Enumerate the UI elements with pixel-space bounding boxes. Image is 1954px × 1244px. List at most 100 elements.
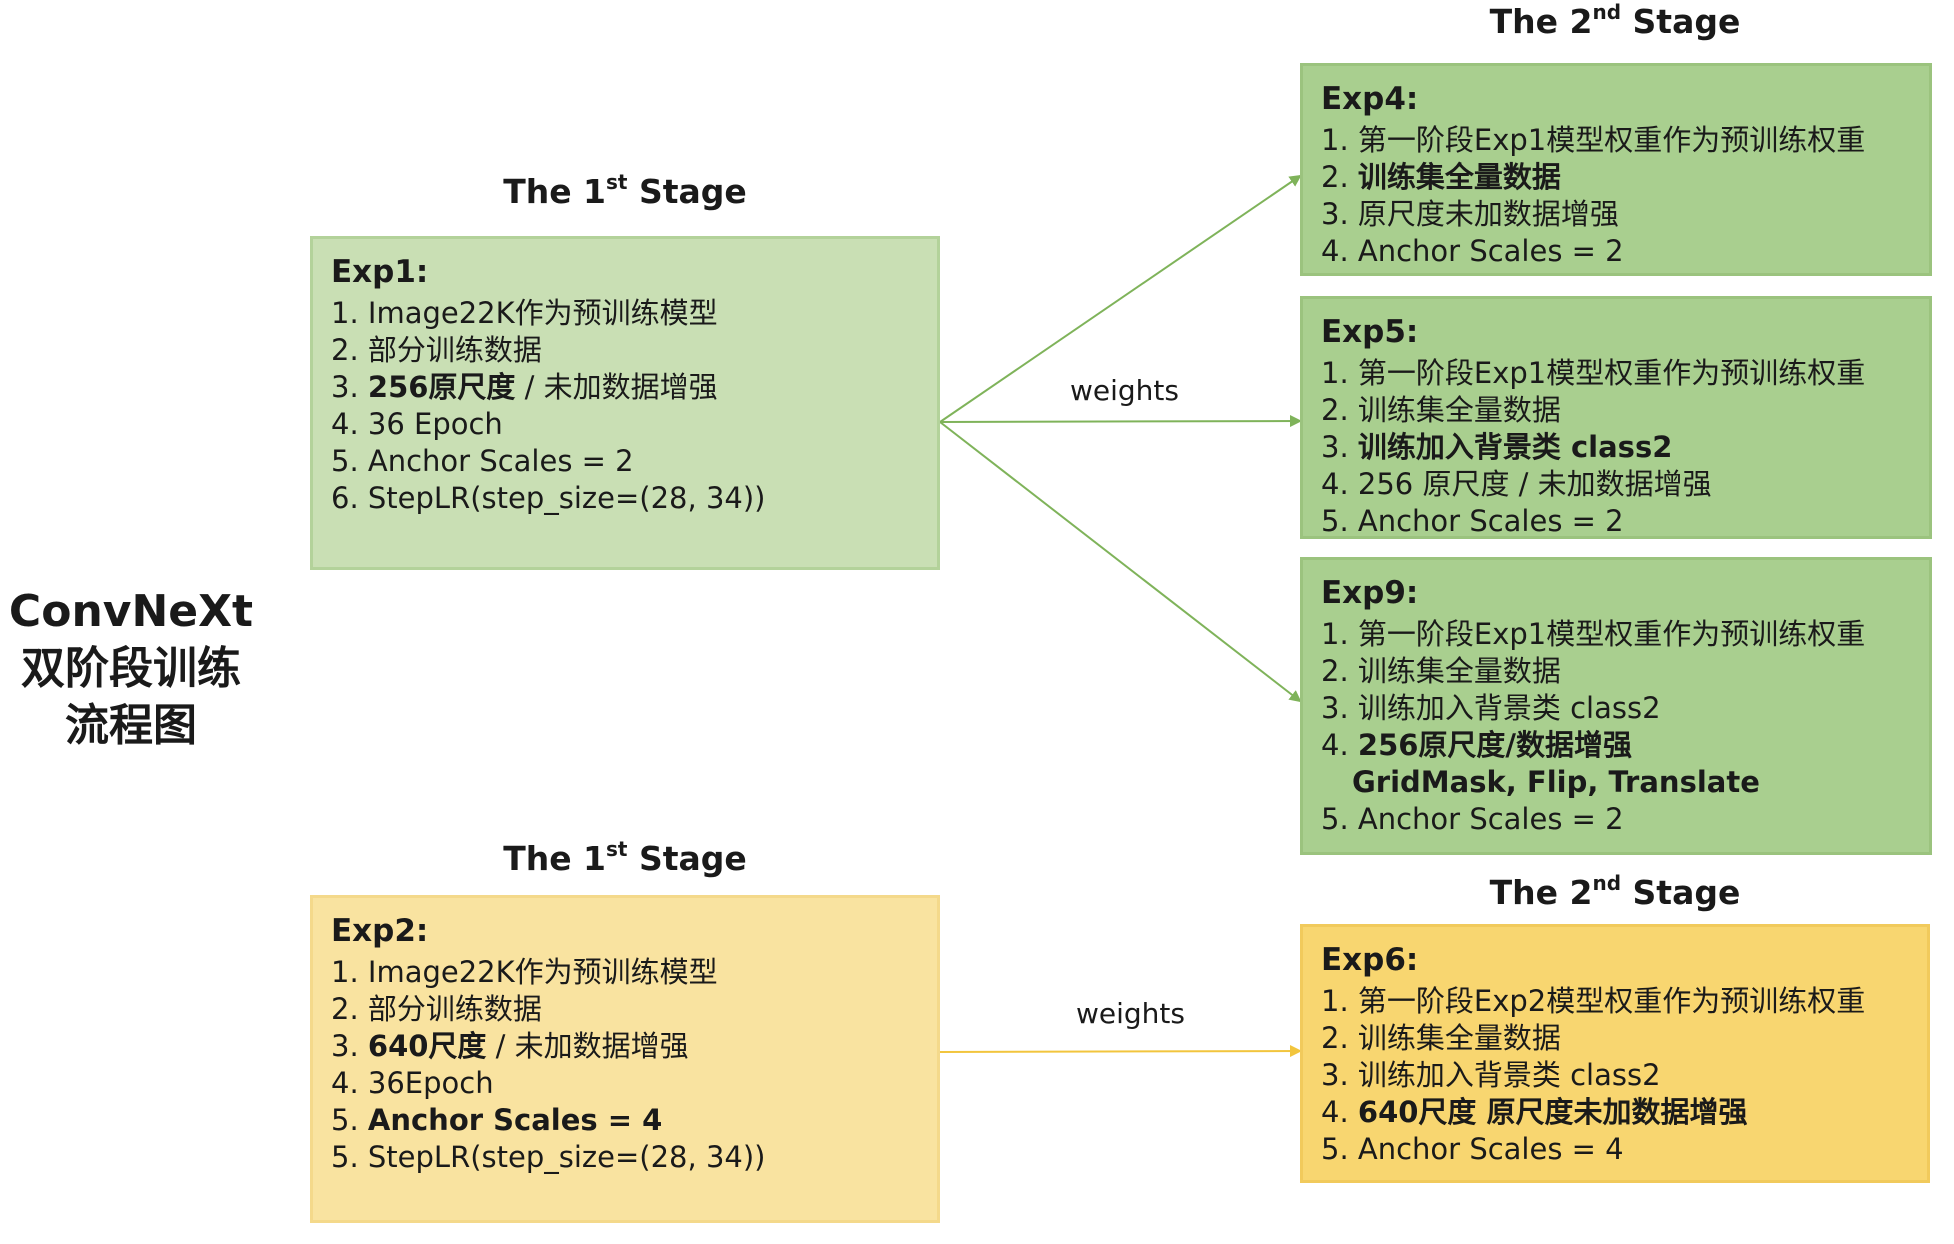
exp5-heading: Exp5: xyxy=(1321,314,1419,350)
exp2-item-2-text: 2. 部分训练数据 xyxy=(331,991,542,1026)
exp2-item-5-text: Anchor Scales = 4 xyxy=(367,1103,663,1138)
exp5-item-4: 4. 256 原尺度 / 未加数据增强 xyxy=(1321,466,1911,503)
exp9-item-1: 1. 第一阶段Exp1模型权重作为预训练权重 xyxy=(1321,616,1911,653)
exp6-item-5: 5. Anchor Scales = 4 xyxy=(1321,1131,1909,1168)
stage1-top-title: The 1st Stage xyxy=(503,170,747,211)
arrow-exp1-to-exp5 xyxy=(939,415,1302,428)
exp5-item-4-text: 4. 256 原尺度 / 未加数据增强 xyxy=(1321,467,1712,501)
exp2-heading: Exp2: xyxy=(331,913,429,949)
exp1-item-3-text: 256原尺度 xyxy=(367,369,516,404)
exp6-item-1-text: 1. 第一阶段Exp2模型权重作为预训练权重 xyxy=(1321,983,1866,1018)
exp1-item-3: 3. 256原尺度 / 未加数据增强 xyxy=(331,369,919,406)
exp6-item-3-text: 3. 训练加入背景类 class2 xyxy=(1321,1057,1661,1092)
exp1-item-6-text: 6. StepLR(step_size=(28, 34)) xyxy=(331,481,766,516)
exp5-item-5-text: 5. Anchor Scales = 2 xyxy=(1321,504,1624,539)
exp6-item-4: 4. 640尺度 原尺度未加数据增强 xyxy=(1321,1094,1909,1131)
stage1-bottom-title: The 1st Stage xyxy=(503,837,747,878)
exp4-item-2: 2. 训练集全量数据 xyxy=(1321,159,1911,196)
diagram-title-line-1: ConvNeXt xyxy=(8,586,254,637)
exp4-item-1-text: 1. 第一阶段Exp1模型权重作为预训练权重 xyxy=(1321,122,1866,157)
exp5-item-3-text: 3. xyxy=(1321,429,1358,464)
exp5-item-1: 1. 第一阶段Exp1模型权重作为预训练权重 xyxy=(1321,355,1911,392)
exp9-item-6-text: 5. Anchor Scales = 2 xyxy=(1321,802,1624,837)
exp6-heading: Exp6: xyxy=(1321,942,1419,978)
exp1-item-4: 4. 36 Epoch xyxy=(331,406,919,443)
exp4-item-1: 1. 第一阶段Exp1模型权重作为预训练权重 xyxy=(1321,122,1911,159)
exp2-item-2: 2. 部分训练数据 xyxy=(331,991,919,1028)
exp4-heading: Exp4: xyxy=(1321,81,1419,117)
exp2-item-1-text: 1. Image22K作为预训练模型 xyxy=(331,954,718,989)
stage2-top-title: The 2nd Stage xyxy=(1489,0,1741,41)
exp4-item-3: 3. 原尺度未加数据增强 xyxy=(1321,196,1911,233)
exp2-item-1: 1. Image22K作为预训练模型 xyxy=(331,954,919,991)
exp2-item-3-text: 640尺度 xyxy=(367,1028,487,1063)
exp9-item-4: 4. 256原尺度/数据增强 xyxy=(1321,727,1911,764)
exp6-item-4-text: 4. xyxy=(1321,1095,1358,1129)
exp1-item-5: 5. Anchor Scales = 2 xyxy=(331,443,919,480)
exp6-item-4-text: 640尺度 原尺度未加数据增强 xyxy=(1357,1095,1748,1129)
exp1-item-2-text: 2. 部分训练数据 xyxy=(331,332,542,367)
exp9-item-3: 3. 训练加入背景类 class2 xyxy=(1321,690,1911,727)
exp9-item-2-text: 2. 训练集全量数据 xyxy=(1321,653,1561,688)
exp2-item-4: 4. 36Epoch xyxy=(331,1065,919,1102)
weights-label-top: weights xyxy=(1070,374,1179,407)
exp4-item-2-text: 2. xyxy=(1321,159,1358,194)
weights-label-bottom: weights xyxy=(1076,997,1185,1030)
exp9-item-5: GridMask, Flip, Translate xyxy=(1321,764,1911,801)
exp2-item-6: 5. StepLR(step_size=(28, 34)) xyxy=(331,1139,919,1176)
exp4-item-2-text: 训练集全量数据 xyxy=(1357,159,1561,194)
exp6-item-3: 3. 训练加入背景类 class2 xyxy=(1321,1057,1909,1094)
exp4-item-4-text: 4. Anchor Scales = 2 xyxy=(1321,234,1624,268)
exp9-heading: Exp9: xyxy=(1321,575,1419,611)
exp2-item-5: 5. Anchor Scales = 4 xyxy=(331,1102,919,1139)
exp2-item-3: 3. 640尺度 / 未加数据增强 xyxy=(331,1028,919,1065)
exp9-item-3-text: 3. 训练加入背景类 class2 xyxy=(1321,690,1661,725)
exp4-item-4: 4. Anchor Scales = 2 xyxy=(1321,233,1911,270)
exp1-item-1-text: 1. Image22K作为预训练模型 xyxy=(331,295,718,330)
exp5-item-3: 3. 训练加入背景类 class2 xyxy=(1321,429,1911,466)
exp2-item-3-text: 3. xyxy=(331,1028,368,1063)
exp5-item-2-text: 2. 训练集全量数据 xyxy=(1321,392,1561,427)
exp5-item-1-text: 1. 第一阶段Exp1模型权重作为预训练权重 xyxy=(1321,355,1866,390)
exp9-item-5-text: GridMask, Flip, Translate xyxy=(1352,765,1760,800)
exp1-item-3-text: 3. xyxy=(331,369,368,404)
exp9-item-4-text: 256原尺度/数据增强 xyxy=(1357,728,1633,762)
arrow-exp1-to-exp9 xyxy=(939,421,1302,703)
exp9-item-4-text: 4. xyxy=(1321,728,1358,762)
exp5-item-2: 2. 训练集全量数据 xyxy=(1321,392,1911,429)
exp6-item-2-text: 2. 训练集全量数据 xyxy=(1321,1020,1561,1055)
exp2-item-4-text: 4. 36Epoch xyxy=(331,1066,494,1100)
exp4-item-3-text: 3. 原尺度未加数据增强 xyxy=(1321,196,1619,231)
exp2-item-3-text: / 未加数据增强 xyxy=(486,1028,689,1063)
exp9-item-2: 2. 训练集全量数据 xyxy=(1321,653,1911,690)
exp2-item-6-text: 5. StepLR(step_size=(28, 34)) xyxy=(331,1140,766,1175)
exp2-item-5-text: 5. xyxy=(331,1103,368,1138)
arrow-exp1-to-exp4 xyxy=(939,174,1302,423)
exp9-item-1-text: 1. 第一阶段Exp1模型权重作为预训练权重 xyxy=(1321,616,1866,651)
exp1-item-6: 6. StepLR(step_size=(28, 34)) xyxy=(331,480,919,517)
exp5-item-3-text: 训练加入背景类 class2 xyxy=(1357,429,1673,464)
diagram-title-line-2: 双阶段训练 xyxy=(21,643,241,695)
exp1-heading: Exp1: xyxy=(331,254,429,290)
arrow-exp2-to-exp6 xyxy=(939,1045,1302,1058)
exp6-item-5-text: 5. Anchor Scales = 4 xyxy=(1321,1132,1624,1167)
stage2-bottom-title: The 2nd Stage xyxy=(1489,871,1741,912)
exp1-item-5-text: 5. Anchor Scales = 2 xyxy=(331,444,634,479)
exp1-item-4-text: 4. 36 Epoch xyxy=(331,407,503,441)
exp1-item-2: 2. 部分训练数据 xyxy=(331,332,919,369)
diagram-title: ConvNeXt 双阶段训练 流程图 xyxy=(0,583,262,755)
exp9-item-6: 5. Anchor Scales = 2 xyxy=(1321,801,1911,838)
exp6-item-2: 2. 训练集全量数据 xyxy=(1321,1020,1909,1057)
